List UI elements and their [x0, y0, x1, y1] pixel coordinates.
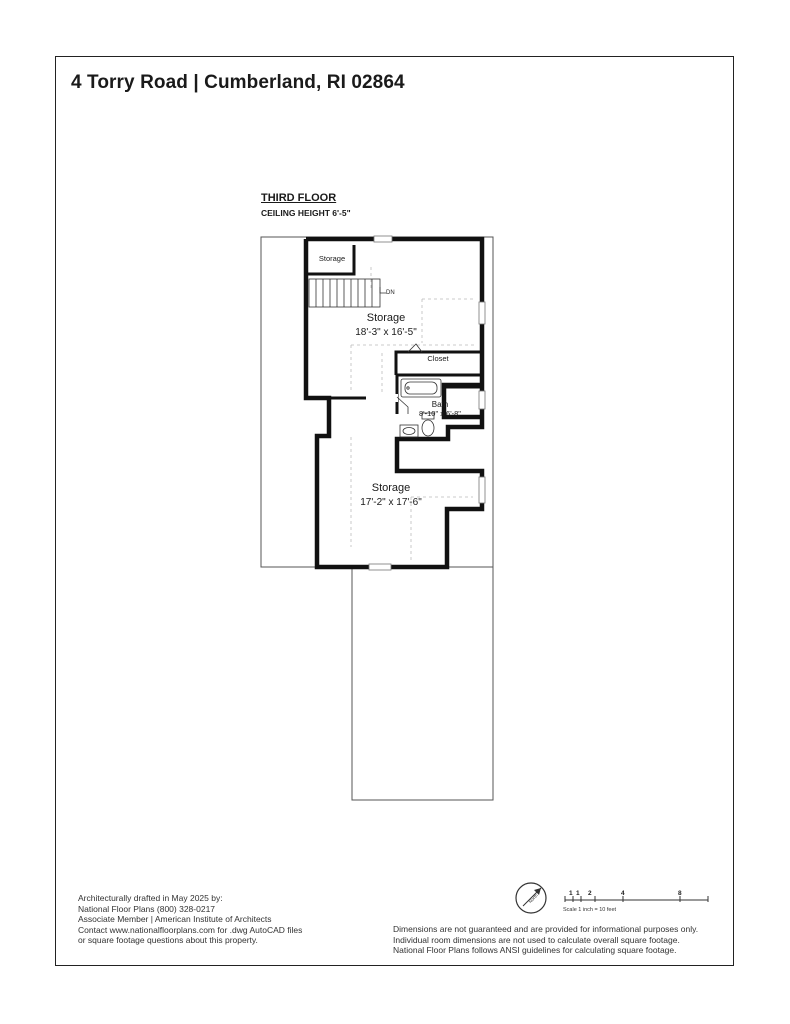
compass-label: North — [528, 892, 540, 904]
exterior-wall — [303, 236, 485, 570]
walls — [303, 236, 485, 570]
room-name-storage-lower: Storage — [372, 482, 411, 494]
disclaimer-line: National Floor Plans follows ANSI guidel… — [393, 945, 677, 956]
sink-icon — [399, 424, 419, 438]
door-opening — [366, 394, 398, 402]
room-name-storage-small: Storage — [319, 254, 345, 263]
scale-tick-label: 1 — [569, 890, 573, 897]
small-storage-wall — [306, 245, 356, 276]
window-right-lower — [478, 476, 486, 504]
plan-sheet: 4 Torry Road | Cumberland, RI 02864 THIR… — [55, 56, 734, 966]
scale-tick-label: 2 — [588, 890, 592, 897]
scale-bar: 1 1 2 4 8 — [564, 890, 709, 902]
room-dims-bath: 8'-10" x 6'-8" — [419, 409, 461, 418]
ceiling-height: CEILING HEIGHT 6'-5" — [261, 208, 351, 218]
drafting-credits: Architecturally drafted in May 2025 by: … — [78, 893, 302, 946]
window-right-upper — [478, 301, 486, 325]
stairs-label: DN — [386, 290, 395, 296]
dashed-guides — [350, 267, 476, 562]
window-top — [373, 235, 393, 243]
window-bath — [478, 390, 486, 410]
openings — [366, 235, 486, 571]
stairs — [308, 278, 386, 308]
roof-outline-lower — [351, 567, 494, 801]
property-address: 4 Torry Road | Cumberland, RI 02864 — [71, 72, 405, 93]
room-name-closet: Closet — [427, 354, 449, 363]
credit-line: Architecturally drafted in May 2025 by: — [78, 893, 223, 903]
credit-line: or square footage questions about this p… — [78, 935, 258, 946]
scale-tick-label: 8 — [678, 890, 682, 897]
bathtub-icon — [400, 378, 442, 398]
floor-plan-drawing: DN Storage Storage 18'-3" x 16'-5" Close… — [260, 235, 494, 801]
room-dims-storage-lower: 17'-2" x 17'-6" — [360, 497, 422, 508]
closet-wall — [394, 350, 482, 375]
disclaimer: Dimensions are not guaranteed and are pr… — [393, 924, 698, 956]
floor-title: THIRD FLOOR — [261, 192, 337, 204]
bath-door-swing — [396, 396, 409, 414]
toilet-icon — [421, 412, 435, 437]
room-name-bath: Bath — [432, 400, 448, 409]
scale-tick-label: 4 — [621, 890, 625, 897]
credit-line: Associate Member | American Institute of… — [78, 914, 272, 925]
closet-door-swing — [407, 343, 423, 353]
north-arrow-icon: North — [515, 882, 547, 914]
scale-tick-label: 1 — [576, 890, 580, 897]
credit-line: Contact www.nationalfloorplans.com for .… — [78, 924, 303, 935]
disclaimer-line: Dimensions are not guaranteed and are pr… — [393, 924, 699, 934]
disclaimer-line: Individual room dimensions are not used … — [393, 934, 680, 945]
scale-caption: Scale 1 inch = 10 feet — [563, 907, 617, 913]
room-name-storage-upper: Storage — [367, 312, 406, 324]
credit-line: National Floor Plans (800) 328-0217 — [78, 903, 216, 914]
window-bottom — [368, 563, 392, 571]
room-dims-storage-upper: 18'-3" x 16'-5" — [355, 327, 417, 338]
